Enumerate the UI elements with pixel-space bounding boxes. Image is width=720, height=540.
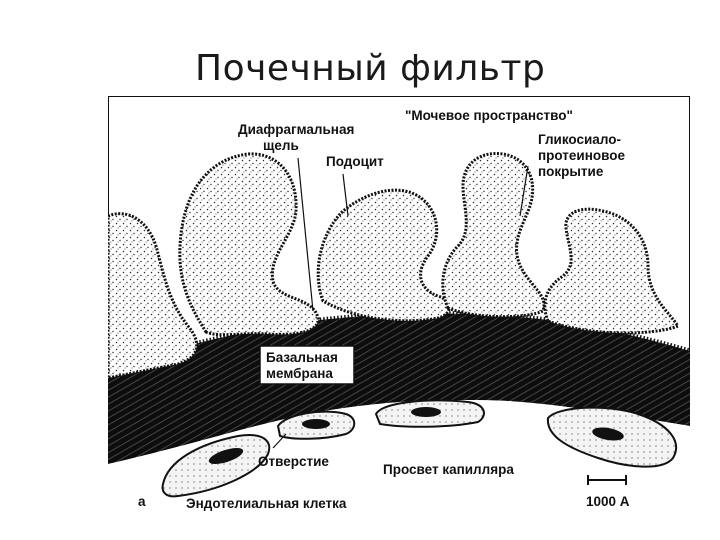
label-pore: Отверстие [258,454,329,469]
podocyte-process-1 [108,212,199,380]
label-basal-membrane-2: мембрана [266,366,333,381]
basement-membrane-band [108,313,690,464]
label-basal-membrane-1: Базальная [266,350,338,365]
label-diaphragm-slit-2: щель [263,138,299,153]
endothelial-nucleus-2 [302,419,330,429]
podocyte-process-4 [441,151,546,319]
label-endothelial-cell: Эндотелиальная клетка [186,496,347,511]
label-podocyte: Подоцит [326,154,384,169]
label-glyco-3: покрытие [538,164,604,179]
endothelial-cells [161,399,678,498]
label-glyco-2: протеиновое [538,148,625,163]
label-diaphragm-slit-1: Диафрагмальная [238,122,354,137]
leader-diaphragm-slit [297,157,314,312]
label-capillary-lumen: Просвет капилляра [383,462,514,477]
podocyte-process-5 [543,207,681,335]
label-urinary-space: "Мочевое пространство" [405,108,573,123]
endothelial-nucleus-4 [592,427,624,441]
kidney-filter-diagram: "Мочевое пространство" Диафрагмальная ще… [108,96,690,520]
leader-pore [272,433,287,449]
label-panel-letter: а [138,494,146,509]
capillary-lumen [108,400,690,520]
endothelial-nucleus-3 [411,407,441,417]
podocyte-process-2 [178,152,320,337]
basal-membrane-label-box [259,345,355,385]
endothelial-nucleus-1 [208,448,244,464]
label-glyco-1: Гликосиало- [538,132,621,147]
leader-glyco-coat [519,165,529,217]
slide-title: Почечный фильтр [195,48,546,89]
podocyte-processes [108,151,681,380]
podocyte-process-3 [316,188,451,323]
label-scale-bar: 1000 А [586,494,630,509]
leader-podocyte [342,173,349,217]
